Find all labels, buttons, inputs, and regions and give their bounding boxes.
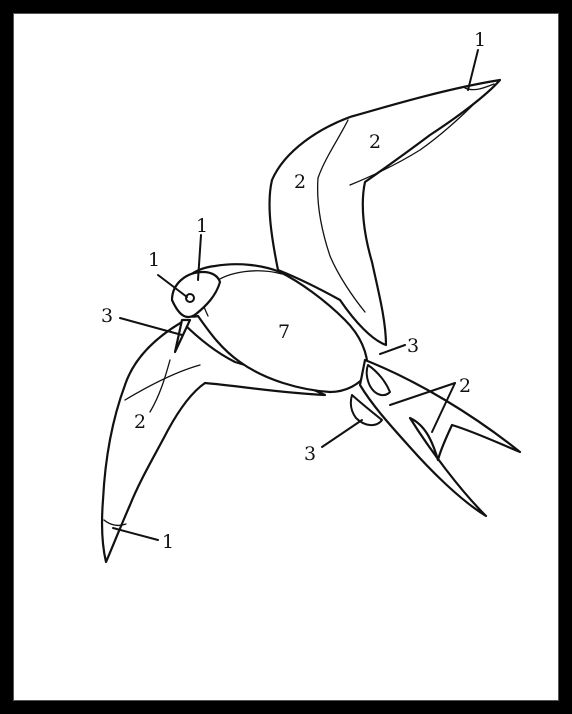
label-wing-tip-left: 1 (162, 531, 174, 553)
label-tail: 2 (459, 375, 471, 397)
label-wing-tip-right: 1 (474, 29, 486, 51)
tail (360, 360, 520, 516)
label-right-wing-outer: 2 (369, 131, 381, 153)
label-feet-lower: 3 (304, 443, 316, 465)
label-head-top: 1 (196, 215, 208, 237)
label-feet-upper: 3 (407, 335, 419, 357)
eye-icon (186, 294, 194, 302)
label-beak: 3 (101, 305, 113, 327)
label-eye: 1 (148, 249, 160, 271)
label-body: 7 (278, 321, 290, 343)
label-right-wing-inner: 2 (294, 171, 306, 193)
label-left-wing: 2 (134, 411, 146, 433)
